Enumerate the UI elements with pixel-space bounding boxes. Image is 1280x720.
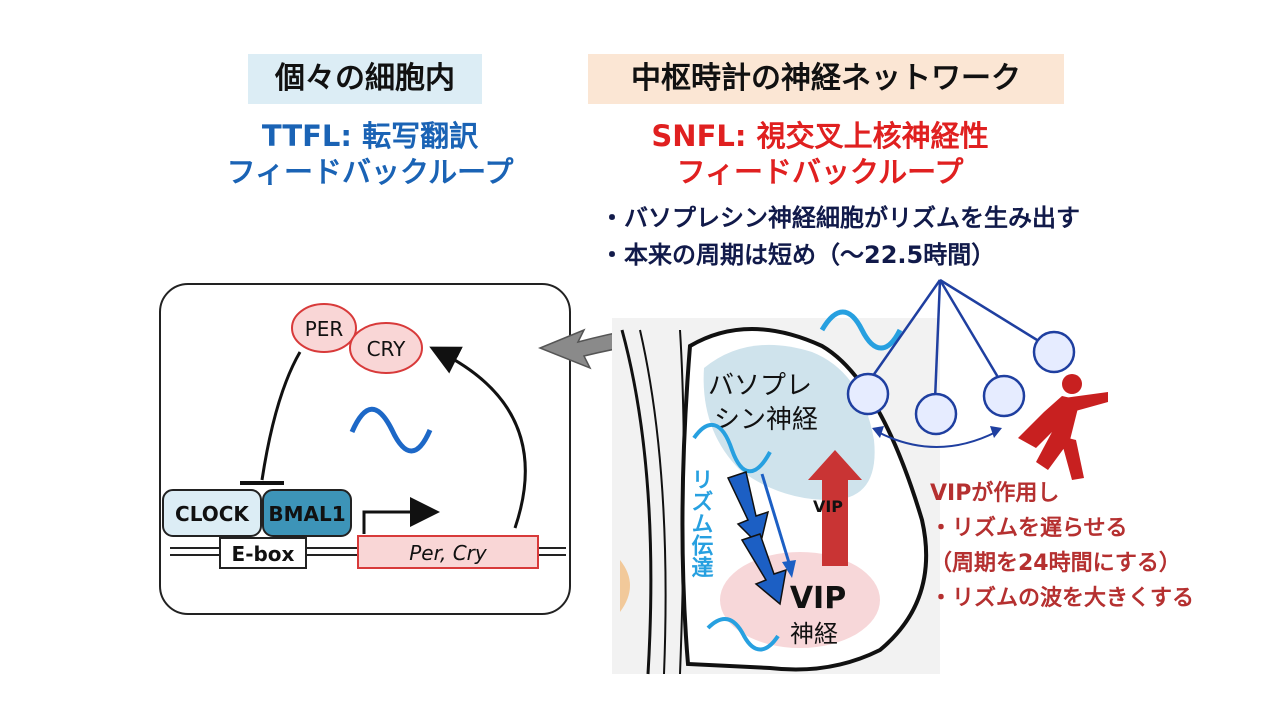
- rhythm-arrow-1: [726, 471, 770, 548]
- neuron-node-2: [914, 392, 958, 436]
- avp-label-line1: バソプレ: [708, 371, 812, 401]
- cry-label: CRY: [367, 337, 407, 361]
- ebox-label: E-box: [232, 542, 295, 566]
- bullet-avp-generates-rhythm: ・バソプレシン神経細胞がリズムを生み出す: [600, 204, 1080, 232]
- promoter-arrow: [362, 497, 440, 534]
- snfl-line2: フィードバックループ: [676, 155, 964, 189]
- sync-arc-head-left: [872, 426, 884, 438]
- snfl-name: 視交叉上核神経性: [756, 119, 989, 153]
- vip-effect-heading: VIPが作用し: [930, 481, 1060, 506]
- rhythm-arrow-3: [760, 473, 792, 567]
- vip-feedback-arrow: [808, 450, 862, 566]
- vip-neuron-label: VIP: [790, 581, 846, 616]
- rhythm-arrow-3-head: [782, 560, 796, 578]
- pushing-figure-icon: [1018, 374, 1108, 480]
- gene-label: Per, Cry: [409, 541, 488, 565]
- bmal1-label: BMAL1: [268, 502, 345, 526]
- sync-arc-head-right: [990, 426, 1002, 438]
- bullet-short-period: ・本来の周期は短め（～22.5時間）: [600, 241, 996, 269]
- network-wave: [819, 309, 903, 351]
- neuron-node-3: [982, 374, 1026, 418]
- vip-effect-note: VIPが作用し ・リズムを遅らせる （周期を24時間にする） ・リズムの波を大き…: [930, 476, 1194, 616]
- vip-arrow-label: VIP: [813, 497, 843, 516]
- bmal1-protein: [262, 489, 352, 537]
- repression-line: [260, 351, 302, 481]
- snfl-abbr: SNFL:: [651, 119, 747, 153]
- sync-arc: [877, 431, 997, 448]
- rhythm-arrow-2: [740, 533, 787, 606]
- cell-rhythm-wave: [349, 406, 433, 454]
- avp-label-line2: シン神経: [714, 405, 818, 435]
- avp-wave: [692, 422, 772, 474]
- header-central-clock-network: 中枢時計の神経ネットワーク: [588, 54, 1064, 104]
- ventricle-outer-left: [620, 329, 653, 675]
- vip-neuron-sublabel: 神経: [790, 620, 838, 648]
- snfl-title: SNFL: 視交叉上核神経性 フィードバックループ: [600, 118, 1040, 190]
- per-label: PER: [305, 317, 344, 341]
- header-individual-cell: 個々の細胞内: [248, 54, 482, 104]
- per-protein: [291, 303, 357, 353]
- vip-effect-item-delay: ・リズムを遅らせる: [930, 516, 1128, 541]
- ttfl-abbr: TTFL:: [261, 119, 352, 153]
- clock-label: CLOCK: [175, 502, 250, 526]
- vip-region: [720, 552, 880, 648]
- ebox: [219, 537, 307, 569]
- pendulum-network: [868, 278, 1051, 401]
- optic-region: [620, 560, 630, 612]
- cry-protein: [349, 322, 423, 374]
- vip-effect-item-amplitude: ・リズムの波を大きくする: [930, 586, 1195, 611]
- vip-effect-item-period: （周期を24時間にする）: [930, 551, 1181, 576]
- ttfl-line2: フィードバックループ: [226, 155, 514, 189]
- ttfl-title: TTFL: 転写翻訳 フィードバックループ: [190, 118, 550, 190]
- rhythm-transfer-label: リズム伝達: [688, 468, 714, 578]
- ventricle-inner-left: [639, 329, 667, 675]
- clock-protein: [162, 489, 262, 537]
- scn-bullets: ・バソプレシン神経細胞がリズムを生み出す ・本来の周期は短め（～22.5時間）: [600, 200, 1080, 274]
- neuron-node-4: [1032, 330, 1076, 374]
- translation-arrow: [429, 346, 527, 529]
- neuron-node-1: [846, 372, 890, 416]
- vip-wave: [706, 617, 780, 652]
- per-cry-gene: [357, 535, 539, 569]
- ttfl-name: 転写翻訳: [362, 119, 479, 153]
